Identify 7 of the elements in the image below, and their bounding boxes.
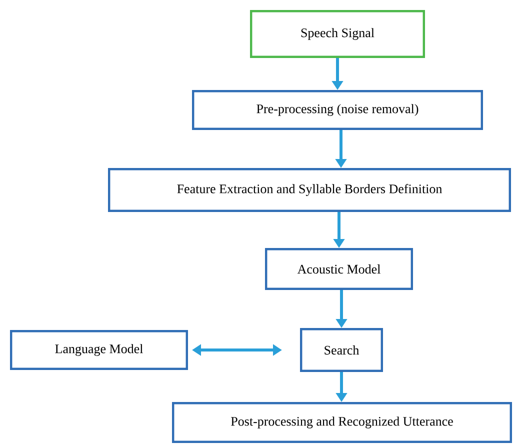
- process-box: Language Model: [10, 330, 188, 370]
- process-box: Post-processing and Recognized Utterance: [172, 402, 512, 443]
- process-box: Search: [300, 328, 383, 372]
- process-box: Pre-processing (noise removal): [192, 90, 483, 130]
- process-box: Acoustic Model: [265, 248, 413, 290]
- input-box: Speech Signal: [250, 10, 425, 58]
- process-box: Feature Extraction and Syllable Borders Definition: [108, 168, 511, 212]
